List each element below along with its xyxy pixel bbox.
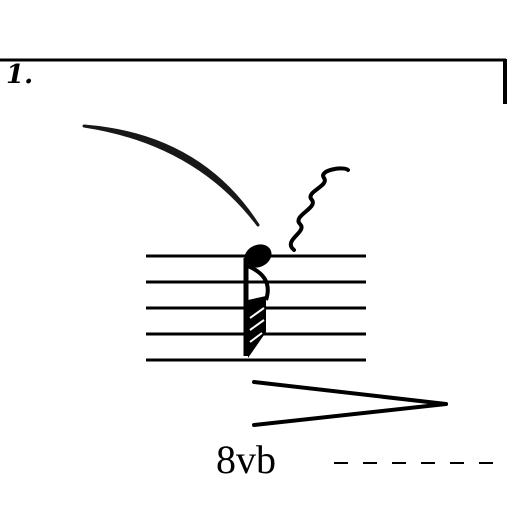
- notehead: [244, 244, 272, 268]
- volta-bracket: [0, 58, 507, 104]
- ottava-label: 8vb: [216, 437, 276, 482]
- tremolo-strokes: [248, 296, 266, 358]
- tremolo-gap-1: [249, 307, 265, 319]
- wavy-glissando-icon: [289, 166, 350, 252]
- tremolo-note-icon: [243, 244, 272, 358]
- tremolo-gap-2: [249, 319, 265, 331]
- tremolo-gap-3: [249, 332, 263, 343]
- note-flag: [247, 264, 270, 301]
- volta-label: 1.: [6, 60, 34, 90]
- decrescendo-hairpin-icon: [252, 380, 448, 427]
- slur-curve-icon: [82, 124, 260, 227]
